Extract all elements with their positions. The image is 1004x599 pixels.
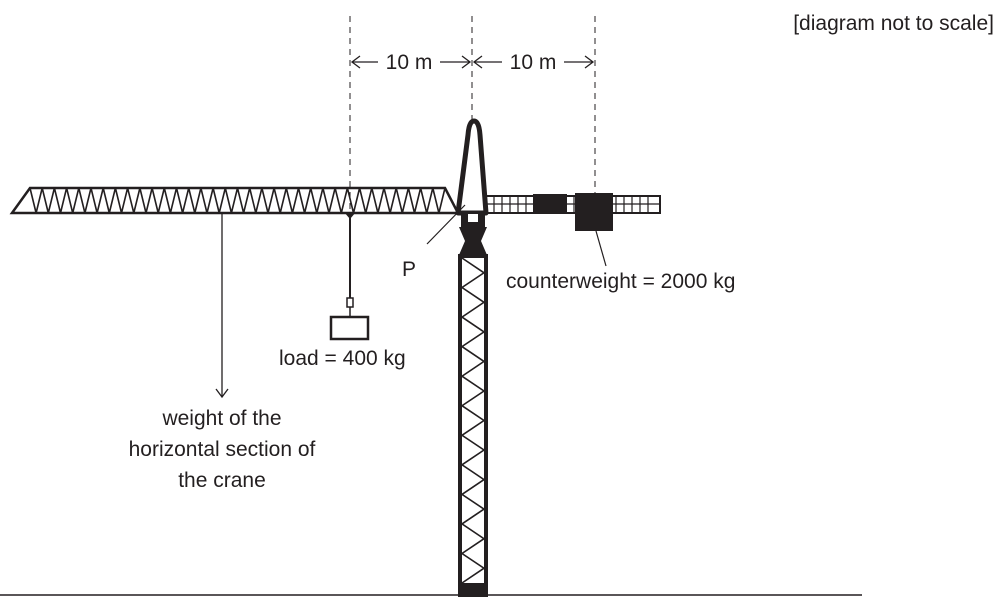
weight-arrow: [215, 213, 229, 399]
counterweight-label: counterweight = 2000 kg: [506, 270, 735, 293]
counterweight-leader: [595, 230, 607, 267]
dimension-right: [472, 55, 595, 69]
pivot-leader: [426, 204, 466, 245]
trolley-block: [533, 194, 567, 212]
crane-counter-jib: [485, 193, 661, 231]
slewing-unit: [459, 213, 487, 255]
counterweight-block: [575, 193, 613, 231]
pivot-label: P: [402, 258, 416, 281]
crane-tower: [458, 254, 488, 597]
load-box: [329, 315, 370, 341]
crane-jib: [9, 186, 461, 215]
dimension-right-label: 10 m: [510, 51, 557, 74]
hoist-assembly: [329, 212, 370, 341]
reference-lines: [349, 16, 596, 210]
weight-label-line1: weight of the: [161, 407, 281, 430]
not-to-scale-note: [diagram not to scale]: [793, 12, 994, 35]
dimension-left: [350, 55, 472, 69]
crane-apex: [455, 118, 489, 216]
jib-truss-zigzag: [29, 187, 446, 214]
dimension-left-label: 10 m: [386, 51, 433, 74]
weight-label-line2: horizontal section of: [129, 438, 316, 461]
tower-lattice: [460, 257, 486, 584]
load-label: load = 400 kg: [279, 347, 406, 370]
weight-label-line3: the crane: [178, 469, 266, 492]
